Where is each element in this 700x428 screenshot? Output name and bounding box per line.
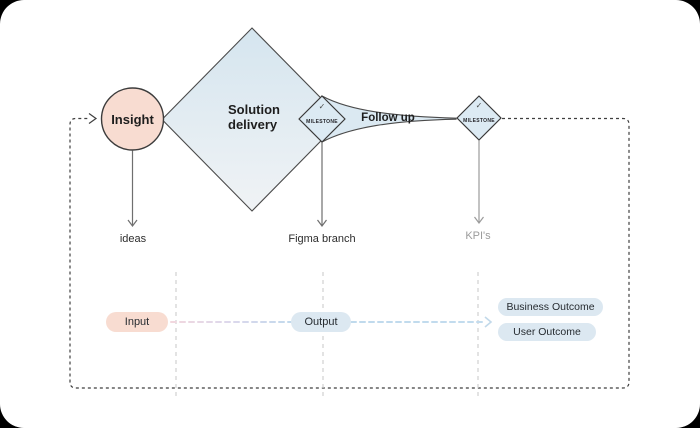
milestone-2-node (456, 95, 502, 141)
ideas-label: ideas (119, 233, 147, 245)
figma-branch-arrowhead-icon (317, 219, 327, 227)
kpis-label: KPI's (465, 230, 491, 242)
insight-node (100, 87, 165, 151)
output-pill: Output (291, 312, 351, 332)
follow-up-label: Follow up (361, 112, 415, 124)
figma-branch-label: Figma branch (288, 233, 356, 245)
user-outcome-pill: User Outcome (498, 323, 596, 341)
milestone-2-check-icon: ✓ (475, 101, 483, 110)
solution-delivery-node (161, 27, 343, 212)
kpis-arrowhead-icon (474, 216, 484, 224)
milestone-1-label: MILESTONE (306, 119, 338, 125)
solution-delivery-label: Solution delivery (228, 102, 280, 132)
input-pill: Input (106, 312, 168, 332)
milestone-1-node (298, 95, 346, 143)
follow-up-funnel-shape (321, 95, 457, 143)
feedback-loop-path (69, 117, 630, 389)
milestone-1-check-icon: ✓ (318, 102, 326, 111)
legend-connector-arrowhead-icon (484, 316, 493, 328)
insight-label: Insight (111, 112, 154, 127)
milestone-2-label: MILESTONE (463, 118, 495, 124)
feedback-arrowhead-icon (88, 113, 98, 124)
business-outcome-pill: Business Outcome (498, 298, 603, 316)
ideas-arrowhead-icon (127, 219, 138, 227)
